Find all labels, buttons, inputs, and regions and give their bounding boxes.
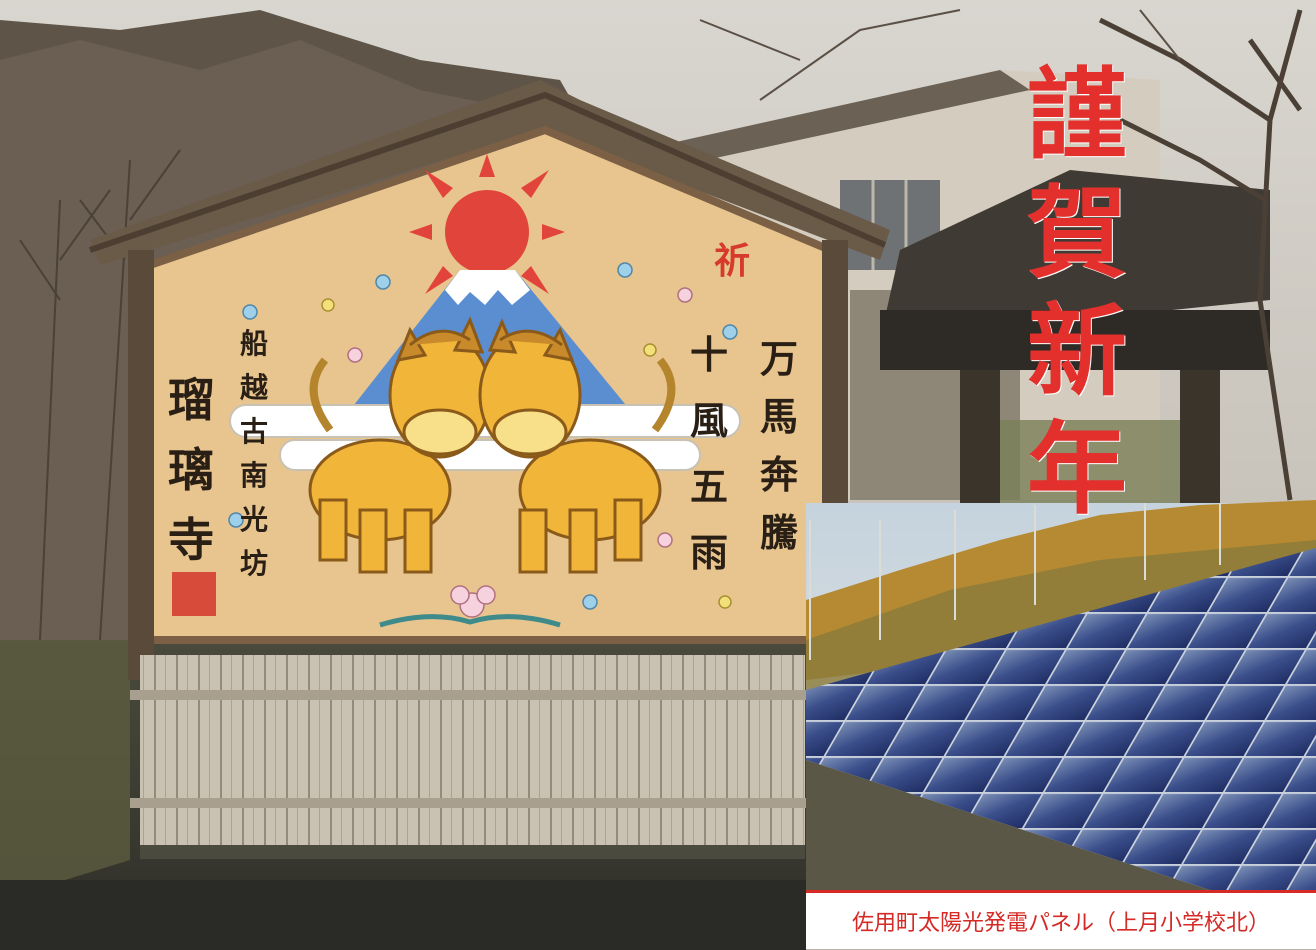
inset-solar-photo	[806, 500, 1316, 890]
ema-temple-name: 瑠 璃 寺	[168, 365, 214, 575]
location-char-4: 南	[240, 459, 269, 492]
location-char-3: 古	[240, 415, 269, 448]
motto-middle-char-1: 十	[690, 332, 729, 377]
ema-motto-middle: 十 風 五 雨	[690, 322, 728, 586]
motto-right-char-1: 万	[760, 336, 799, 381]
new-year-greeting: 謹 賀 新 年	[1012, 56, 1142, 528]
greeting-char-2: 賀	[1027, 174, 1127, 292]
motto-right-char-4: 騰	[760, 510, 799, 555]
inset-caption: 佐用町太陽光発電パネル（上月小学校北）	[806, 890, 1316, 949]
motto-middle-char-4: 雨	[690, 530, 729, 575]
ema-prayer-char: 祈	[714, 232, 750, 284]
temple-char-2: 璃	[168, 443, 214, 497]
location-char-6: 坊	[240, 547, 269, 580]
greeting-char-4: 年	[1027, 410, 1127, 528]
prayer-char: 祈	[714, 240, 751, 282]
motto-middle-char-2: 風	[690, 398, 729, 443]
greeting-char-1: 謹	[1027, 56, 1127, 174]
horse-right	[478, 318, 676, 574]
location-char-5: 光	[240, 503, 269, 536]
motto-right-char-2: 馬	[760, 394, 799, 439]
motto-middle-char-3: 五	[690, 464, 729, 509]
horse-left	[308, 316, 492, 574]
location-char-1: 船	[240, 327, 269, 360]
location-char-2: 越	[240, 371, 269, 404]
ema-location: 船 越 古 南 光 坊	[240, 322, 268, 586]
ema-motto-right: 万 馬 奔 騰	[760, 330, 798, 562]
temple-char-1: 瑠	[168, 373, 214, 427]
motto-right-char-3: 奔	[760, 452, 799, 497]
greeting-char-3: 新	[1027, 292, 1127, 410]
temple-char-3: 寺	[168, 513, 214, 567]
